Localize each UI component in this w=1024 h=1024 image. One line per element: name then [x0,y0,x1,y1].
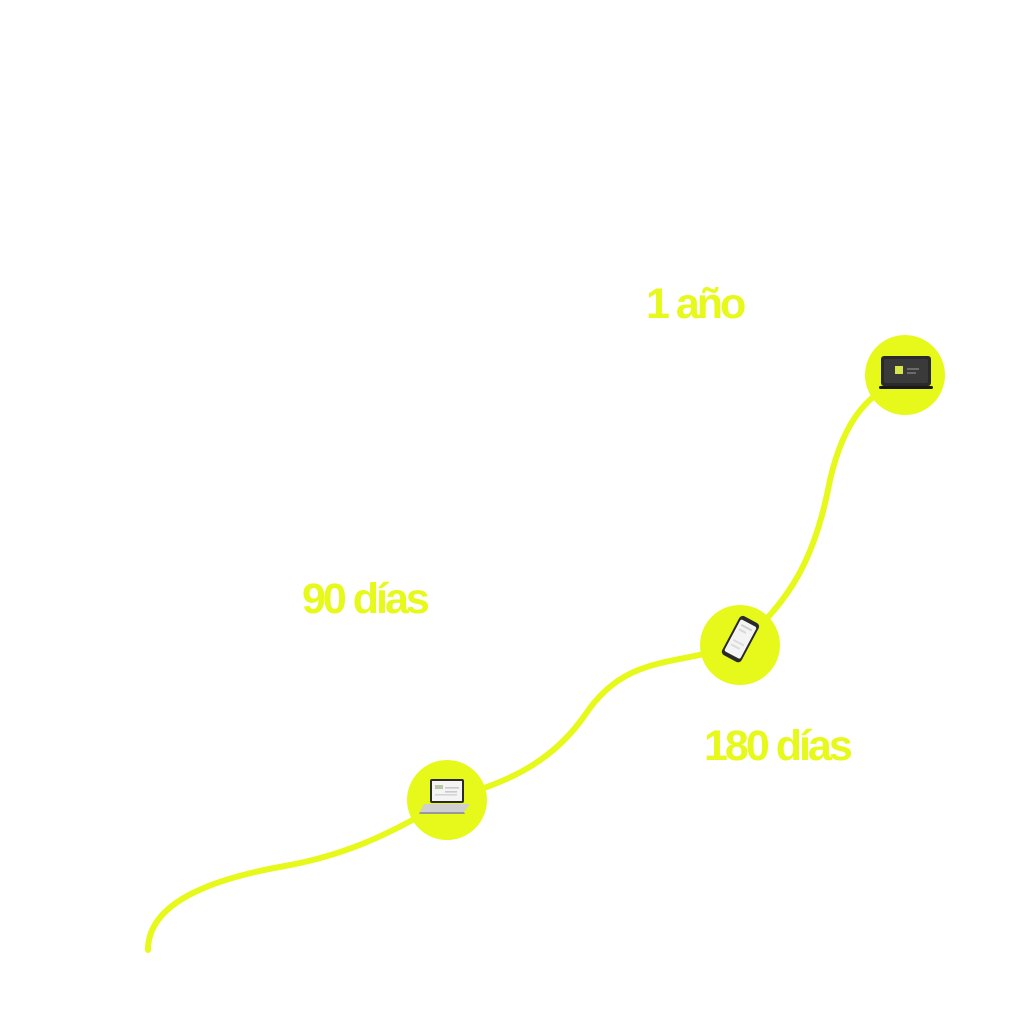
smartphone-icon [721,615,760,663]
milestone-node-90-dias [407,760,487,840]
growth-path [145,372,908,953]
milestone-label-180-dias: 180 días [704,722,853,770]
pos-terminal-icon [879,356,933,389]
milestone-node-180-dias [700,605,780,685]
milestone-label-90-dias: 90 días [302,575,430,623]
milestone-label-1-ano: 1 año [646,280,746,328]
milestone-node-1-ano [865,335,945,415]
laptop-icon [419,779,470,814]
